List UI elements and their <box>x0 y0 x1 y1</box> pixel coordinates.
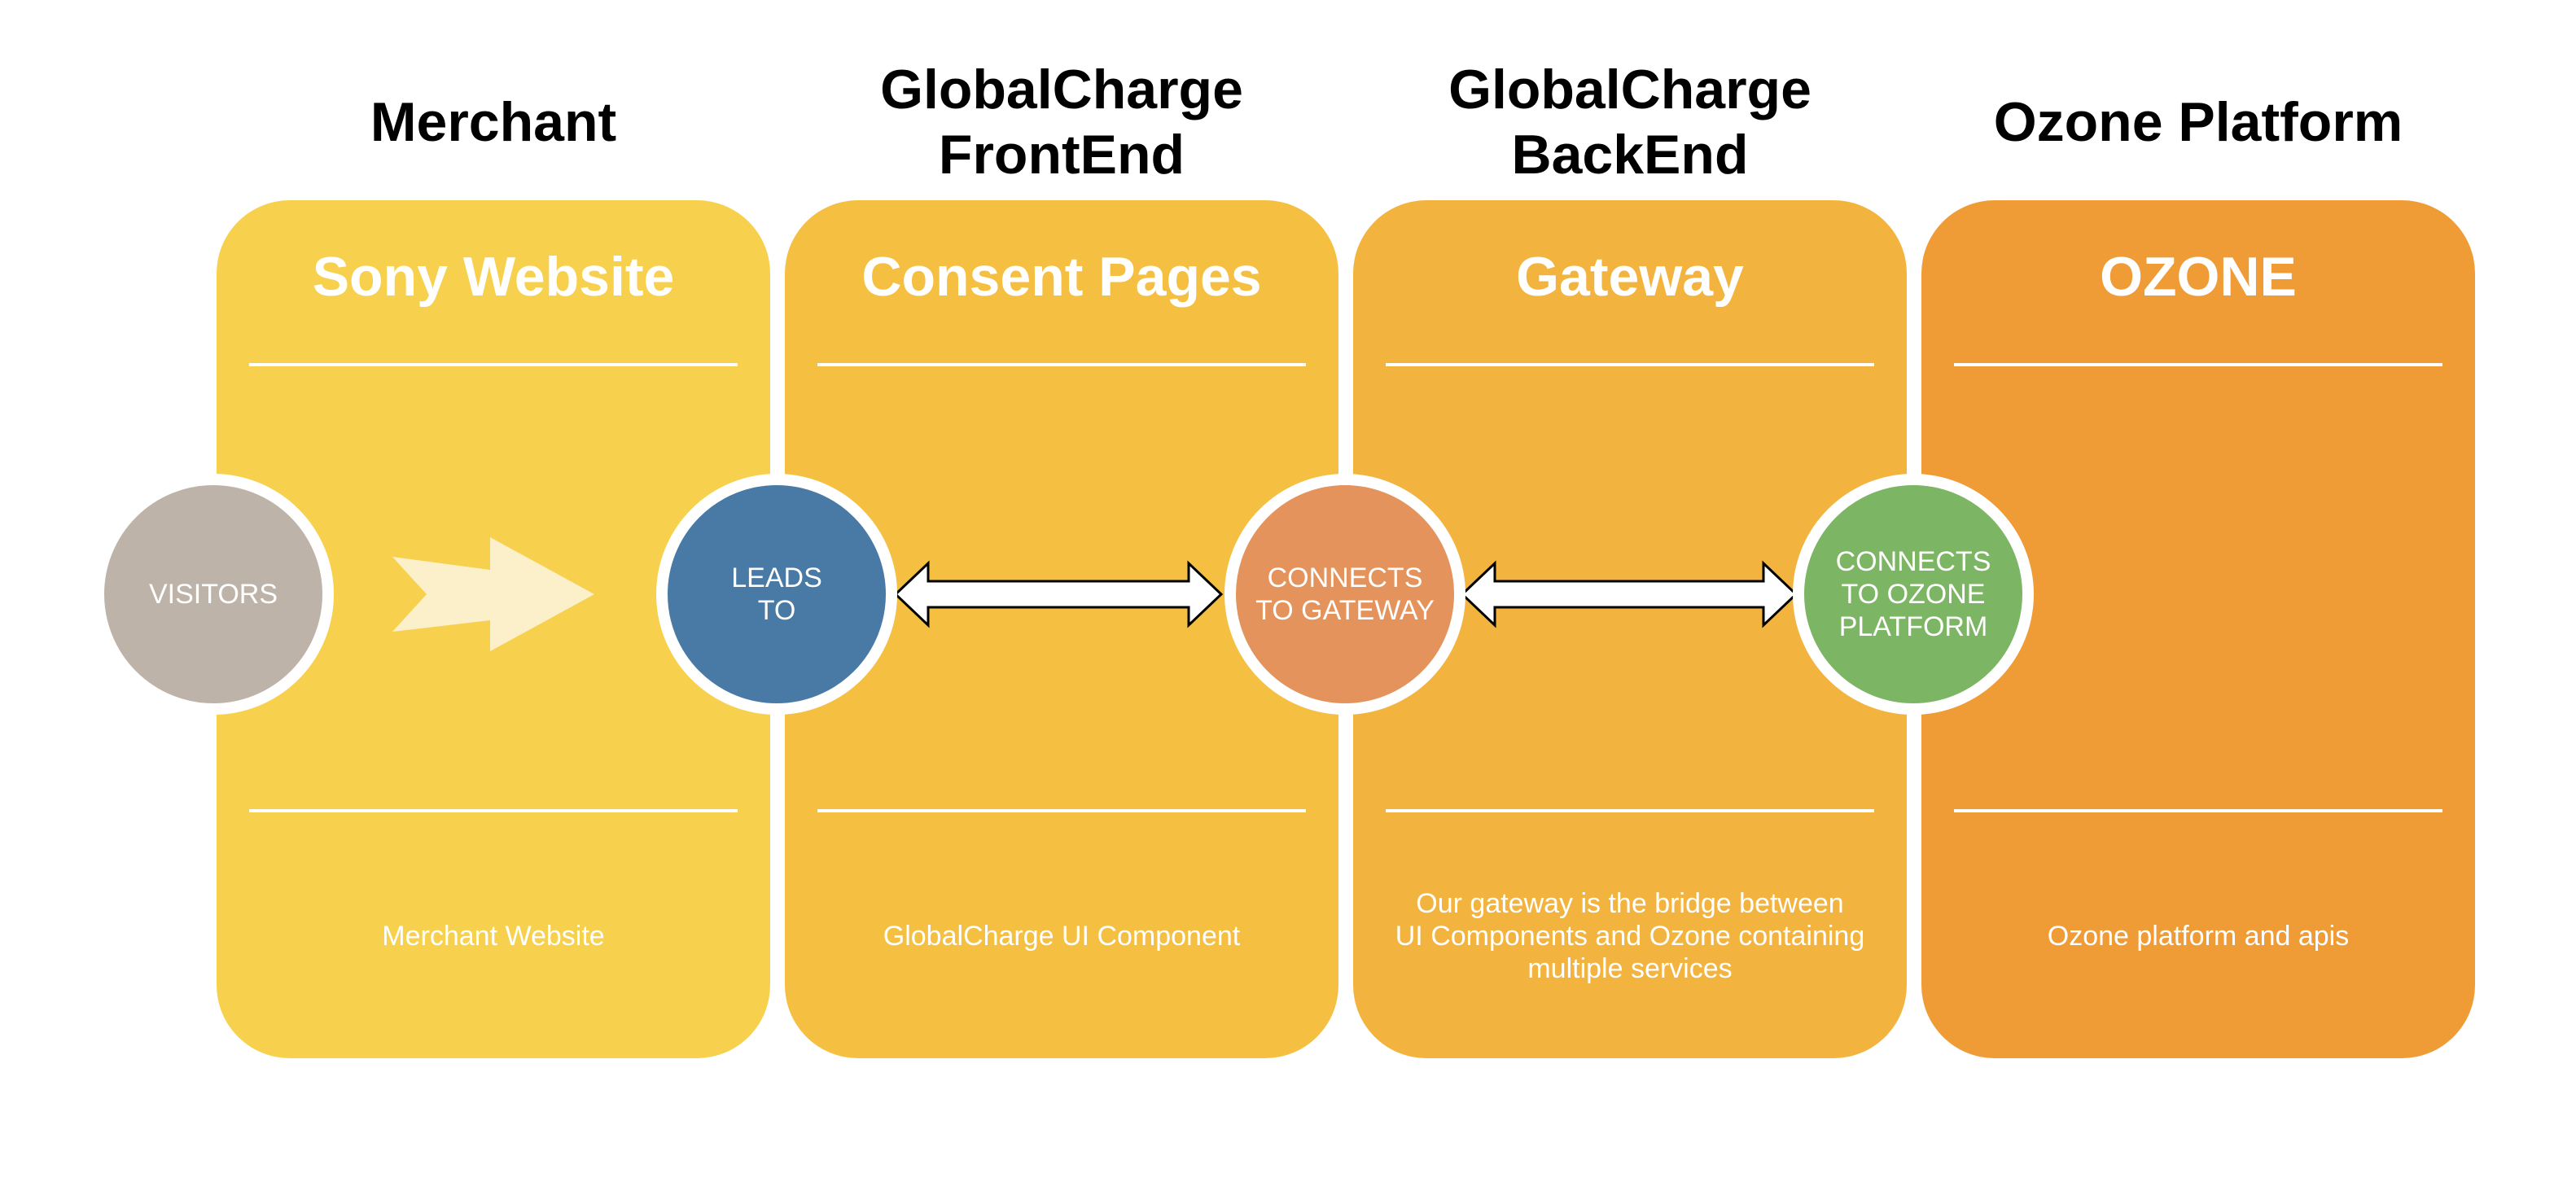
panel-title-consent-pages: Consent Pages <box>861 246 1262 308</box>
node-connects-to-ozone-platform: CONNECTS TO OZONE PLATFORM <box>1793 474 2034 715</box>
double-arrow-gateway-ozone <box>1460 560 1798 628</box>
panel-description-merchant: Merchant Website <box>382 921 605 952</box>
node-visitors: VISITORS <box>93 474 334 715</box>
divider-bottom-frontend <box>817 809 1306 812</box>
panel-description-frontend: GlobalCharge UI Component <box>883 921 1241 952</box>
panel-description-ozone: Ozone platform and apis <box>2047 921 2350 952</box>
divider-bottom-ozone <box>1954 809 2442 812</box>
chevron-arrow-icon <box>392 537 594 651</box>
divider-bottom-merchant <box>249 809 738 812</box>
panel-description-backend: Our gateway is the bridge between UI Com… <box>1395 888 1865 984</box>
divider-top-backend <box>1386 363 1874 366</box>
column-header-ozone: Ozone Platform <box>1993 91 2403 153</box>
divider-top-merchant <box>249 363 738 366</box>
column-header-frontend: GlobalCharge FrontEnd <box>880 59 1243 186</box>
column-header-merchant: Merchant <box>370 91 617 153</box>
divider-top-frontend <box>817 363 1306 366</box>
node-connects-to-gateway: CONNECTS TO GATEWAY <box>1224 474 1465 715</box>
panel-title-sony-website: Sony Website <box>312 246 675 308</box>
node-leads-to: LEADS TO <box>656 474 897 715</box>
double-arrow-frontend-gateway <box>893 560 1224 628</box>
divider-top-ozone <box>1954 363 2442 366</box>
column-header-backend: GlobalCharge BackEnd <box>1448 59 1812 186</box>
panel-title-gateway: Gateway <box>1516 246 1744 308</box>
divider-bottom-backend <box>1386 809 1874 812</box>
panel-title-ozone: OZONE <box>2100 246 2297 308</box>
